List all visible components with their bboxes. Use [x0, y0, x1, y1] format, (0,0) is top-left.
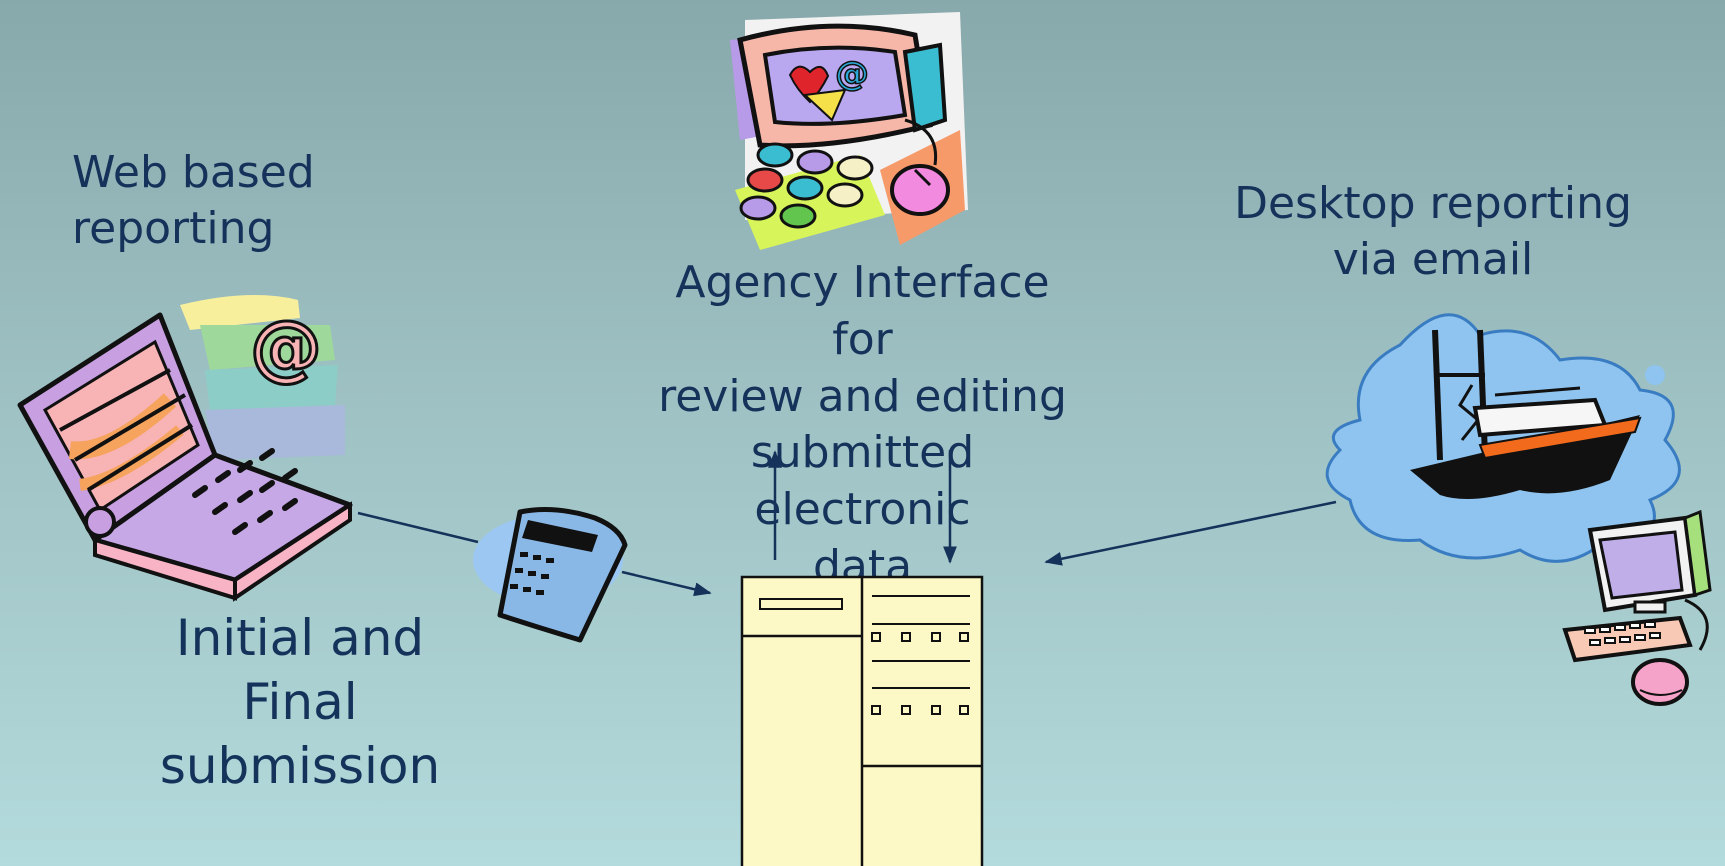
- web-reporting-label: Web based reporting: [72, 145, 315, 257]
- desktop-computer-icon: [1562, 509, 1712, 706]
- web-reporting-line-1: Web based: [72, 147, 315, 198]
- desktop-reporting-label: Desktop reporting via email: [1223, 176, 1643, 288]
- svg-text:@: @: [835, 54, 869, 94]
- laptop-email-icon: @: [17, 295, 353, 602]
- document-to-server-arrow: [621, 570, 712, 597]
- computer-keyboard-icon: @: [730, 12, 968, 250]
- desktop-reporting-line-1: Desktop reporting: [1234, 178, 1632, 229]
- server-icon: [740, 575, 984, 866]
- agency-interface-line-2: review and editing: [658, 370, 1067, 422]
- laptop-to-document-line: [357, 511, 479, 544]
- connector-arrows: [357, 450, 1337, 597]
- initial-final-line-2: Final: [242, 673, 358, 731]
- document-icon: [473, 507, 628, 643]
- initial-final-submission-label: Initial and Final submission: [150, 606, 450, 798]
- agency-interface-line-1: Agency Interface for: [675, 257, 1050, 365]
- ship-icon: [1325, 313, 1681, 563]
- initial-final-line-1: Initial and: [175, 609, 425, 667]
- desktop-reporting-line-2: via email: [1332, 233, 1534, 285]
- svg-text:@: @: [250, 305, 322, 389]
- desktop-to-server-arrow: [1044, 500, 1337, 566]
- agency-interface-line-3: submitted electronic: [750, 427, 975, 535]
- web-reporting-line-2: reporting: [72, 202, 275, 254]
- initial-final-line-3: submission: [159, 737, 441, 795]
- agency-interface-label: Agency Interface for review and editing …: [640, 255, 1085, 596]
